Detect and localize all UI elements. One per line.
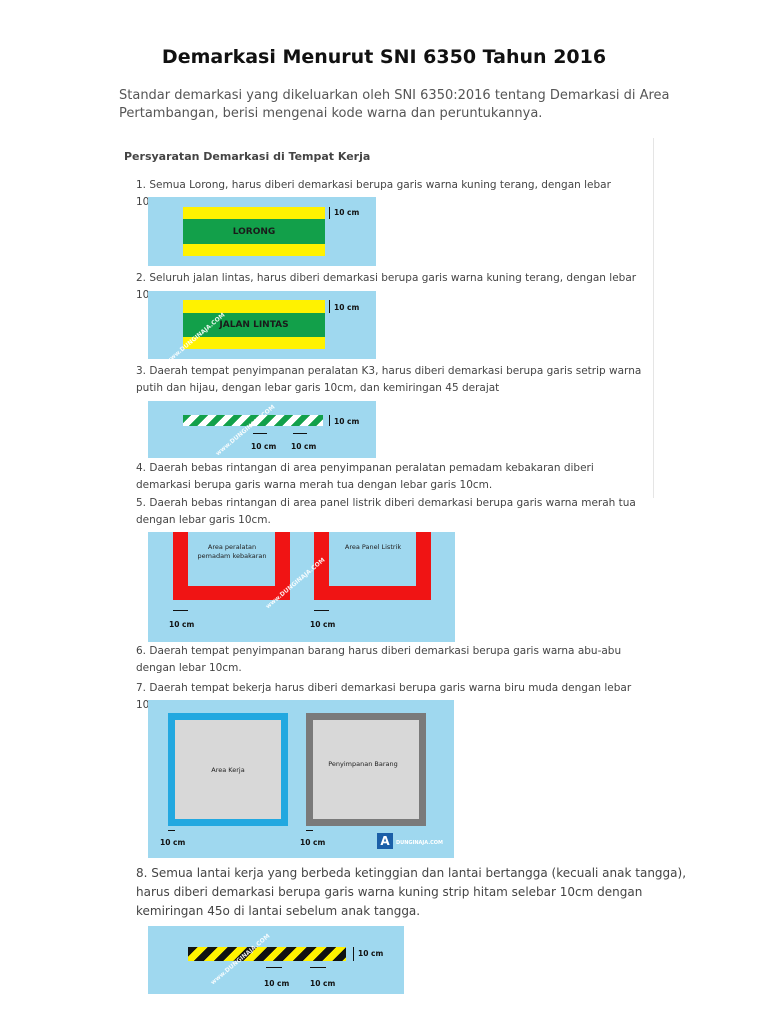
dimension-label: 10 cm bbox=[334, 303, 360, 312]
dimension-arrow bbox=[329, 300, 330, 313]
yellow-line-top bbox=[183, 300, 325, 313]
red-line bbox=[416, 532, 431, 600]
green-white-stripe bbox=[183, 415, 323, 426]
yellow-line-top bbox=[183, 207, 325, 219]
dimension-tick bbox=[253, 433, 267, 434]
penyimpanan-square bbox=[306, 713, 426, 826]
blue-gray-area-figure: Area Kerja Penyimpanan Barang 10 cm 10 c… bbox=[148, 700, 454, 858]
image-border bbox=[653, 138, 654, 498]
k3-figure: 10 cm 10 cm 10 cm www.DUNGINAJA.COM bbox=[148, 401, 376, 458]
jalan-lintas-band: JALAN LINTAS bbox=[183, 313, 325, 337]
section-heading: Persyaratan Demarkasi di Tempat Kerja bbox=[124, 150, 371, 163]
dimension-label: 10 cm bbox=[300, 838, 326, 847]
item-4-text: 4. Daerah bebas rintangan di area penyim… bbox=[136, 462, 594, 491]
dimension-tick bbox=[306, 830, 313, 831]
dimension-arrow bbox=[353, 947, 354, 961]
dimension-label: 10 cm bbox=[310, 979, 336, 988]
dimension-label: 10 cm bbox=[251, 442, 277, 451]
dimension-tick bbox=[266, 967, 282, 968]
dimension-label: 10 cm bbox=[160, 838, 186, 847]
dimension-tick bbox=[168, 830, 175, 831]
dimension-arrow bbox=[329, 207, 330, 219]
area-kerja-square bbox=[168, 713, 288, 826]
lorong-band: LORONG bbox=[183, 219, 325, 244]
area-label: Area Panel Listrik bbox=[344, 543, 402, 551]
page-title: Demarkasi Menurut SNI 6350 Tahun 2016 bbox=[161, 46, 607, 68]
jalan-lintas-figure: JALAN LINTAS 10 cm www.DUNGINAJA.COM bbox=[148, 291, 376, 359]
dimension-label: 10 cm bbox=[310, 620, 336, 629]
red-line bbox=[173, 532, 188, 600]
dimension-arrow bbox=[329, 415, 330, 426]
red-line bbox=[314, 532, 329, 600]
logo-text: DUNGINAJA.COM bbox=[396, 840, 444, 846]
item-3-text: 3. Daerah tempat penyimpanan peralatan K… bbox=[136, 365, 642, 394]
red-line bbox=[173, 586, 290, 600]
red-line bbox=[314, 586, 431, 600]
dimension-label: 10 cm bbox=[264, 979, 290, 988]
intro-paragraph: Standar demarkasi yang dikeluarkan oleh … bbox=[119, 88, 670, 121]
yellow-line-bottom bbox=[183, 337, 325, 349]
item-5-text: 5. Daerah bebas rintangan di area panel … bbox=[136, 497, 636, 526]
area-label: Area peralatan pemadam kebakaran bbox=[197, 543, 267, 560]
yellow-line-bottom bbox=[183, 244, 325, 256]
dimension-tick bbox=[314, 610, 329, 611]
dimension-tick bbox=[293, 433, 307, 434]
hazard-stripe-figure: 10 cm 10 cm 10 cm www.DUNGINAJA.COM bbox=[148, 926, 404, 994]
penyimpanan-label: Penyimpanan Barang bbox=[328, 760, 398, 768]
lorong-figure: LORONG 10 cm bbox=[148, 197, 376, 266]
dimension-label: 10 cm bbox=[358, 949, 384, 958]
dimension-label: 10 cm bbox=[169, 620, 195, 629]
dimension-label: 10 cm bbox=[334, 208, 360, 217]
red-line bbox=[275, 532, 290, 600]
red-area-figure: Area peralatan pemadam kebakaran Area Pa… bbox=[148, 532, 455, 642]
area-kerja-label: Area Kerja bbox=[211, 766, 245, 774]
logo-icon: A bbox=[377, 833, 393, 849]
item-8-text: 8. Semua lantai kerja yang berbeda ketin… bbox=[136, 866, 687, 918]
item-6-text: 6. Daerah tempat penyimpanan barang haru… bbox=[136, 645, 622, 674]
dimension-tick bbox=[173, 610, 188, 611]
yellow-black-stripe bbox=[188, 947, 346, 961]
dimension-tick bbox=[310, 967, 326, 968]
dimension-label: 10 cm bbox=[334, 417, 360, 426]
dimension-label: 10 cm bbox=[291, 442, 317, 451]
